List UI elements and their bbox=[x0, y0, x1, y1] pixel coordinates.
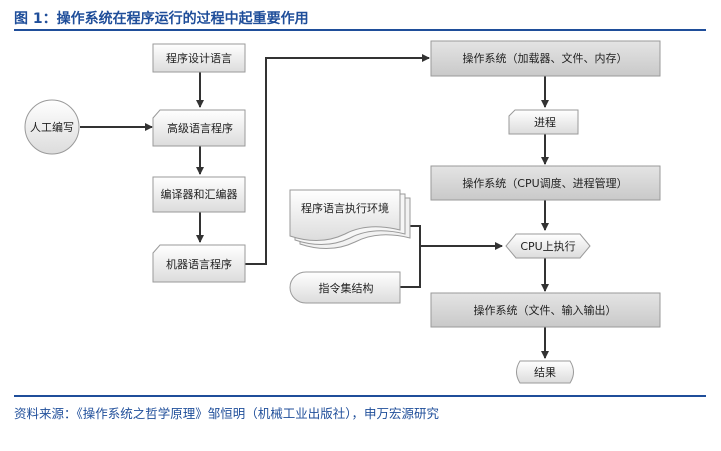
node-instruction-set: 指令集结构 bbox=[289, 271, 401, 304]
node-programming-language-label: 程序设计语言 bbox=[166, 51, 232, 65]
node-high-level-program: 高级语言程序 bbox=[152, 109, 246, 147]
node-instruction-set-label: 指令集结构 bbox=[319, 281, 374, 295]
node-machine-program: 机器语言程序 bbox=[152, 244, 246, 283]
figure-source: 资料来源：《操作系统之哲学原理》邹恒明（机械工业出版社），申万宏源研究 bbox=[14, 406, 440, 421]
title-rule bbox=[14, 29, 706, 31]
node-manual-coding-label: 人工编写 bbox=[30, 120, 74, 134]
line-iset-to-cpu bbox=[400, 246, 421, 288]
node-machine-program-label: 机器语言程序 bbox=[166, 257, 232, 271]
figure-title: 图 1：操作系统在程序运行的过程中起重要作用 bbox=[14, 11, 309, 27]
node-os-io-label: 操作系统（文件、输入输出） bbox=[474, 303, 617, 317]
node-process: 进程 bbox=[508, 109, 579, 135]
node-os-loader-label: 操作系统（加载器、文件、内存） bbox=[463, 51, 628, 65]
node-result: 结果 bbox=[516, 360, 574, 384]
node-cpu-exec-label: CPU上执行 bbox=[520, 239, 575, 253]
node-runtime-env-label: 程序语言执行环境 bbox=[301, 201, 389, 215]
node-runtime-env: 程序语言执行环境 bbox=[289, 189, 411, 249]
connectors bbox=[80, 54, 549, 359]
node-programming-language: 程序设计语言 bbox=[152, 43, 246, 73]
source-rule bbox=[14, 395, 706, 397]
node-compiler-assembler: 编译器和汇编器 bbox=[152, 176, 246, 213]
node-high-level-program-label: 高级语言程序 bbox=[167, 121, 233, 135]
node-os-loader: 操作系统（加载器、文件、内存） bbox=[430, 40, 661, 77]
node-os-cpu: 操作系统（CPU调度、进程管理） bbox=[430, 165, 661, 201]
node-process-label: 进程 bbox=[534, 116, 556, 129]
node-os-cpu-label: 操作系统（CPU调度、进程管理） bbox=[462, 176, 627, 190]
node-compiler-assembler-label: 编译器和汇编器 bbox=[161, 187, 238, 201]
line-env-to-cpu bbox=[410, 225, 421, 246]
node-manual-coding: 人工编写 bbox=[24, 99, 80, 155]
arrow-machine-to-os bbox=[244, 54, 430, 265]
node-os-io: 操作系统（文件、输入输出） bbox=[430, 292, 661, 328]
node-cpu-exec: CPU上执行 bbox=[505, 233, 591, 259]
node-result-label: 结果 bbox=[534, 366, 556, 379]
